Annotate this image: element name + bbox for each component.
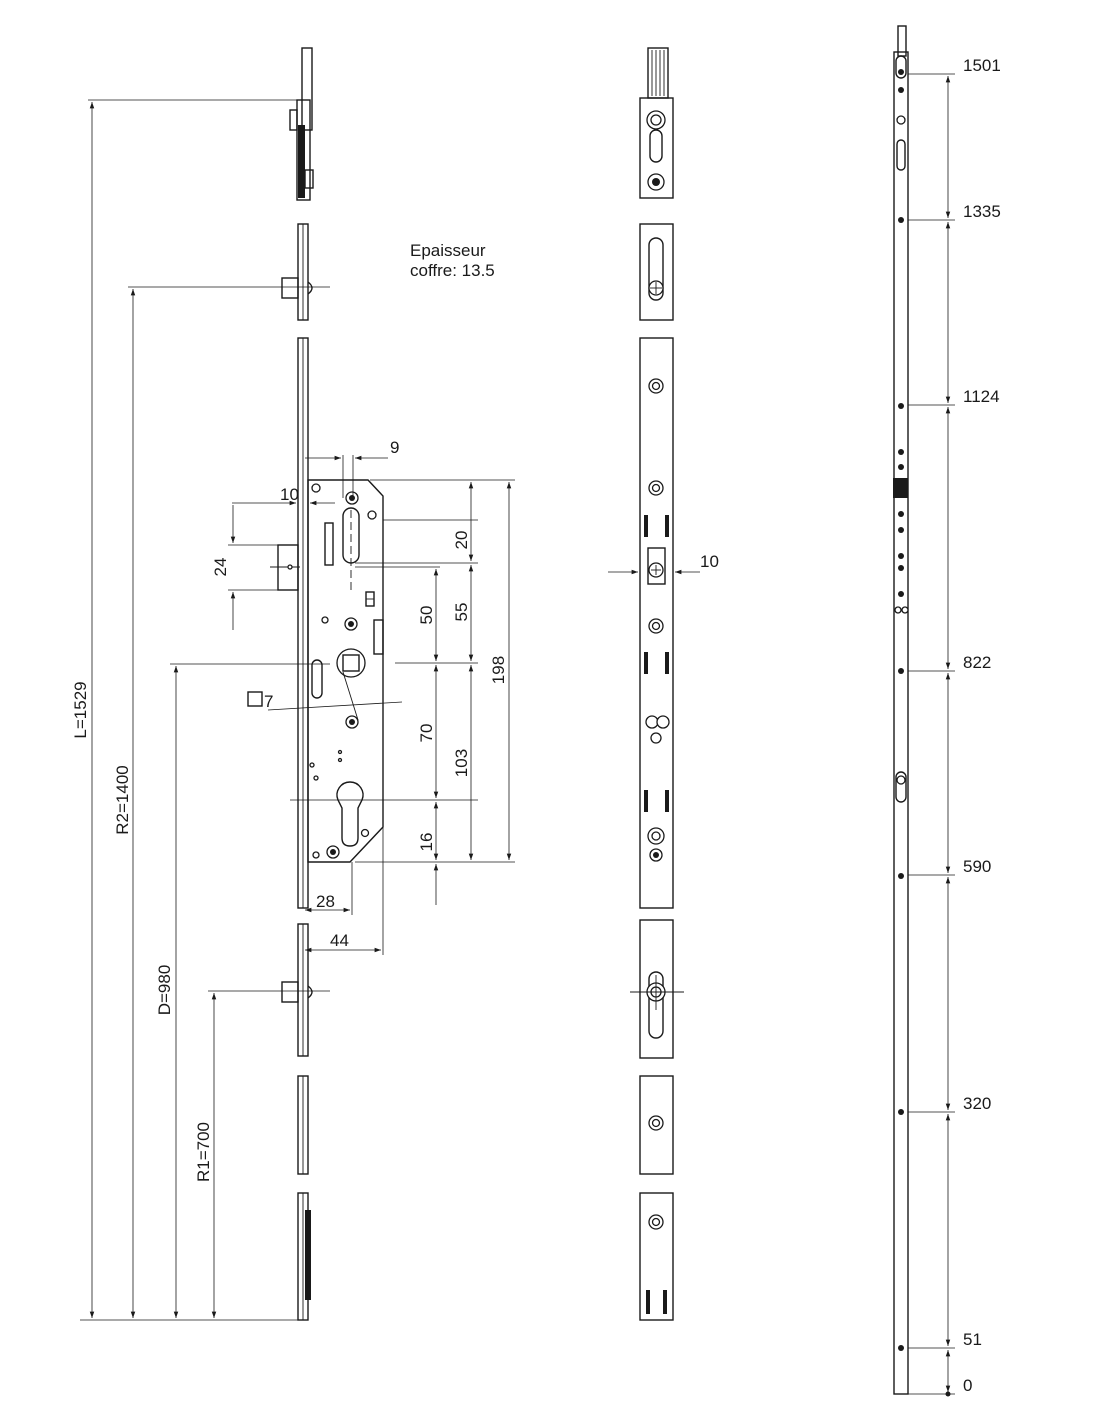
lock-case	[270, 479, 384, 863]
dim-24-label: 24	[211, 558, 230, 577]
dim-10-label: 10	[280, 485, 299, 504]
dim-28-label: 28	[316, 892, 335, 911]
dim-44-label: 44	[330, 931, 349, 950]
height-label-320: 320	[963, 1094, 991, 1113]
dim-L-label: L=1529	[71, 681, 90, 738]
height-label-1124: 1124	[963, 387, 1000, 406]
dim-R1-label: R1=700	[194, 1122, 213, 1182]
height-label-0: 0	[963, 1376, 972, 1395]
middle-dim-10-label: 10	[700, 552, 719, 571]
thickness-note-line2: coffre: 13.5	[410, 261, 495, 280]
dim-16-label: 16	[417, 833, 436, 852]
height-label-1335: 1335	[963, 202, 1001, 221]
dim-55-label: 55	[452, 603, 471, 622]
case-dimension-lines	[228, 455, 515, 955]
thickness-note-line1: Epaisseur	[410, 241, 486, 260]
overall-dimension-lines	[80, 99, 330, 1321]
dim-70-label: 70	[417, 724, 436, 743]
dim-7-label: 7	[264, 692, 273, 711]
height-label-590: 590	[963, 857, 991, 876]
dim-103-label: 103	[452, 749, 471, 777]
side-view-rod	[281, 47, 314, 1321]
front-view-rod	[608, 47, 700, 1321]
dim-198-label: 198	[489, 656, 508, 684]
dim-D-label: D=980	[155, 965, 174, 1016]
dim-9-label: 9	[390, 438, 399, 457]
dim-20-label: 20	[452, 531, 471, 550]
height-label-1501: 1501	[963, 56, 1001, 75]
dim-50-label: 50	[417, 606, 436, 625]
height-label-51: 51	[963, 1330, 982, 1349]
assembled-view-rod	[893, 25, 955, 1397]
height-label-822: 822	[963, 653, 991, 672]
dim-R2-label: R2=1400	[113, 765, 132, 834]
